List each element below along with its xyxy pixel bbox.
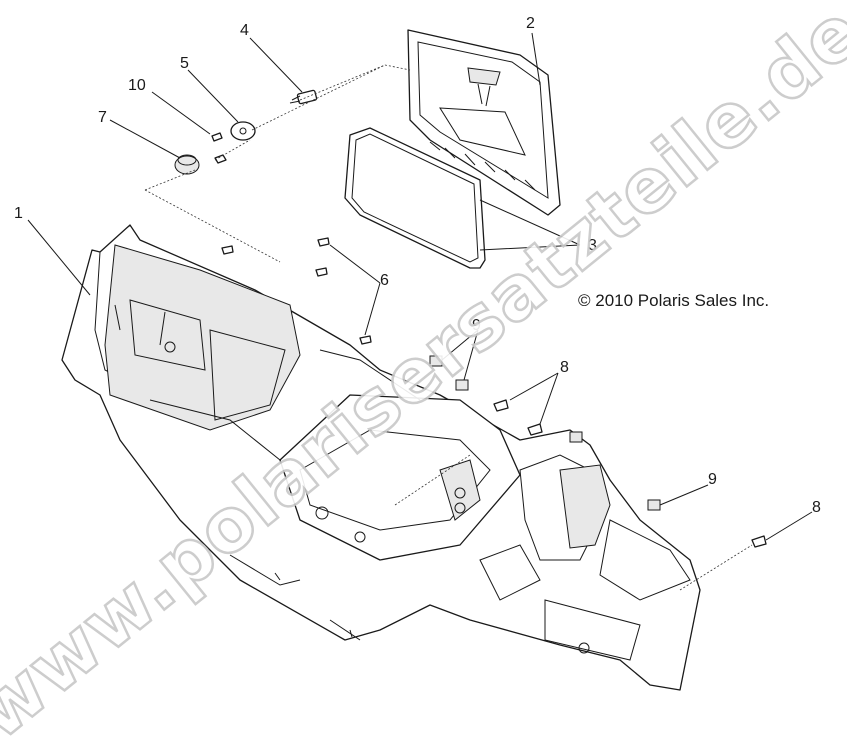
leader-lines [27, 32, 813, 541]
parts-diagram: 1 2 3 4 5 6 7 8 8 9 9 10 [14, 15, 821, 691]
fasteners-part-8 [493, 399, 767, 548]
callout-1: 1 [14, 205, 23, 222]
screw-part-4 [289, 89, 318, 105]
dashboard-panel [61, 224, 701, 691]
callout-3: 3 [588, 237, 597, 254]
latch-bracket [230, 121, 256, 141]
callout-2: 2 [526, 15, 535, 32]
callout-5: 5 [180, 55, 189, 72]
callout-9-upper: 9 [472, 317, 481, 334]
callout-10: 10 [128, 77, 146, 94]
copyright-notice: © 2010 Polaris Sales Inc. [578, 291, 770, 310]
callout-6: 6 [380, 272, 389, 289]
latch-knob [174, 154, 200, 175]
glovebox-lid [407, 29, 561, 216]
glovebox-seal [344, 127, 486, 269]
screw-part-10 [211, 132, 227, 164]
fasteners-part-6 [221, 237, 372, 345]
callout-8-right: 8 [812, 499, 821, 516]
callout-7: 7 [98, 109, 107, 126]
assembly-lines [144, 64, 753, 591]
callout-4: 4 [240, 22, 249, 39]
callout-8-upper: 8 [560, 359, 569, 376]
callout-9-right: 9 [708, 471, 717, 488]
